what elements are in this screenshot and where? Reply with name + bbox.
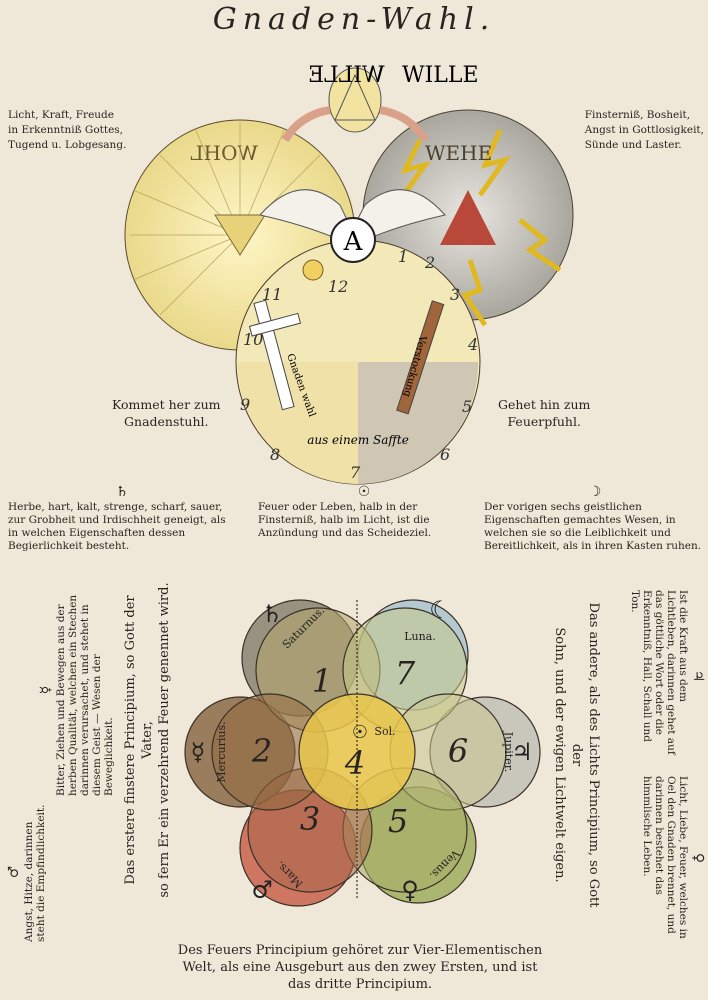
planet-label-mercurius: Mercurius. [215, 721, 228, 782]
number-3: 3 [300, 800, 320, 838]
side-venus: ♀Licht, Liebe, Feuer, welches in Oel den… [641, 776, 706, 939]
lightning-bolts [397, 129, 562, 327]
svg-text:10: 10 [243, 330, 263, 349]
svg-text:12: 12 [328, 277, 348, 296]
side-jupiter: ♃Ist die Kraft aus dem Lichtleben, darin… [629, 590, 706, 755]
arm-right [379, 106, 429, 143]
eye-oval [328, 67, 382, 133]
svg-text:3: 3 [450, 285, 460, 304]
planet-label-luna: Luna. [404, 630, 436, 643]
third-principle: Des Feuers Principium gehöret zur Vier-E… [177, 943, 543, 992]
planet-symbol-saturn: ♄ [261, 600, 283, 628]
side-mars: ♂Angst, Hitze, darinnen steht die Empfin… [6, 804, 47, 942]
cross-left [248, 299, 302, 411]
number-1: 1 [312, 662, 332, 700]
second-principle: Das andere, als des Lichts Principium, s… [552, 602, 601, 908]
arm-left [281, 106, 331, 143]
svg-text:1: 1 [398, 247, 408, 266]
wehe-label: WEHE [425, 141, 492, 165]
number-6: 6 [448, 732, 468, 770]
planet-symbol-mars: ♂ [251, 876, 273, 904]
planet-symbol-venus: ♀ [401, 876, 419, 904]
number-2: 2 [251, 732, 272, 770]
planet-symbol-mercurius: ☿ [191, 738, 206, 766]
number-4: 4 [344, 744, 365, 782]
svg-text:7: 7 [350, 463, 361, 482]
svg-text:11: 11 [262, 285, 282, 304]
sun-face [302, 259, 324, 281]
planet-symbol-luna: ☾ [429, 596, 451, 624]
wille-label: WILLE [402, 63, 479, 88]
column-luna: ☽Der vorigen sechs geistlichen Eigenscha… [484, 484, 702, 552]
wille-mirrored-label: WILLE [308, 63, 385, 88]
svg-text:9: 9 [240, 395, 250, 414]
center-circle [330, 217, 376, 263]
center-letter: A [343, 227, 364, 257]
svg-text:8: 8 [270, 445, 280, 464]
darkness-description: Finsterniß, Bosheit,Angst in Gottlosigke… [584, 109, 704, 151]
svg-text:6: 6 [440, 445, 450, 464]
fire-triangle [440, 190, 496, 245]
first-principle: Das erstere finstere Principium, so Gott… [123, 582, 172, 898]
page-title: Gnaden-Wahl. [212, 2, 496, 37]
banner: aus einem Saffte [307, 433, 409, 447]
wings [259, 189, 446, 241]
side-mercurius: ☿Bitter, Ziehen und Bewegen aus der herb… [38, 594, 115, 796]
svg-text:2: 2 [424, 253, 435, 272]
cross-right [396, 300, 445, 415]
planet-label-jupiter: Jupiter. [502, 731, 515, 773]
number-5: 5 [388, 802, 408, 840]
svg-text:4: 4 [467, 335, 478, 354]
planet-label-sol: Sol. [374, 725, 395, 738]
planet-symbol-sol: ☉ [352, 722, 368, 743]
dial-numbers: 12 11 10 9 8 7 6 5 4 321 [240, 247, 478, 482]
wohl-label: WOHL [190, 141, 258, 165]
column-saturn: ♄Herbe, hart, kalt, strenge, scharf, sau… [8, 484, 226, 552]
column-sol: ☉Feuer oder Leben, halb in der Finsterni… [258, 484, 432, 539]
number-7: 7 [395, 654, 416, 692]
light-triangle [214, 214, 266, 256]
planet-symbol-jupiter: ♃ [511, 738, 533, 766]
svg-text:5: 5 [462, 397, 472, 416]
